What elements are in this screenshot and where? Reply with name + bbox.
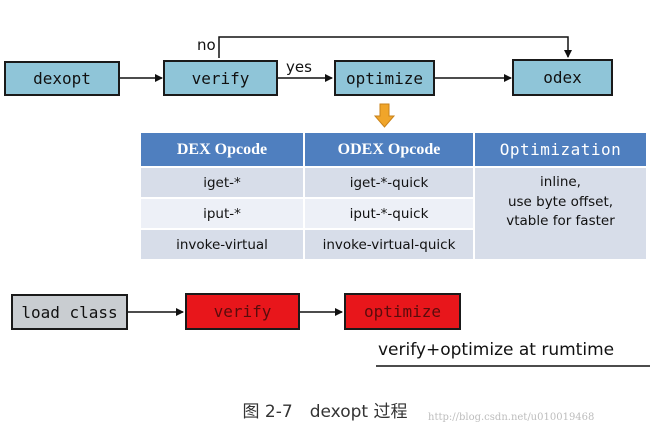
- edge-verify-odex-no: [218, 36, 572, 58]
- optimization-line-0: inline,: [540, 174, 581, 190]
- node-optimize-runtime: optimize: [344, 293, 461, 330]
- down-arrow-icon: [373, 103, 396, 128]
- cell-dex-row-0: iget-*: [141, 168, 303, 197]
- optimization-line-2: vtable for faster: [506, 213, 615, 229]
- node-verify-runtime: verify: [185, 293, 300, 330]
- cell-optimization: inline, use byte offset, vtable for fast…: [475, 168, 646, 259]
- node-odex: odex: [512, 59, 613, 96]
- header-odex-opcode: ODEX Opcode: [305, 133, 473, 166]
- cell-odex-row-2: invoke-virtual-quick: [305, 230, 473, 259]
- edge-label-no: no: [197, 36, 216, 54]
- cell-odex-row-1: iput-*-quick: [305, 199, 473, 228]
- opcode-table: DEX Opcode ODEX Opcode Optimization iget…: [141, 133, 646, 259]
- watermark: http://blog.csdn.net/u010019468: [428, 412, 595, 423]
- header-dex-opcode: DEX Opcode: [141, 133, 303, 166]
- header-optimization: Optimization: [475, 133, 646, 166]
- node-load-class: load class: [11, 294, 128, 330]
- runtime-note: verify+optimize at rumtime: [378, 340, 615, 360]
- edge-label-yes: yes: [286, 58, 312, 76]
- cell-odex-row-0: iget-*-quick: [305, 168, 473, 197]
- cell-dex-row-1: iput-*: [141, 199, 303, 228]
- node-optimize: optimize: [334, 60, 435, 96]
- figure-caption: 图 2-7 dexopt 过程: [242, 402, 408, 422]
- cell-dex-row-2: invoke-virtual: [141, 230, 303, 259]
- node-dexopt: dexopt: [4, 61, 120, 96]
- node-verify: verify: [163, 60, 278, 96]
- optimization-line-1: use byte offset,: [507, 193, 614, 210]
